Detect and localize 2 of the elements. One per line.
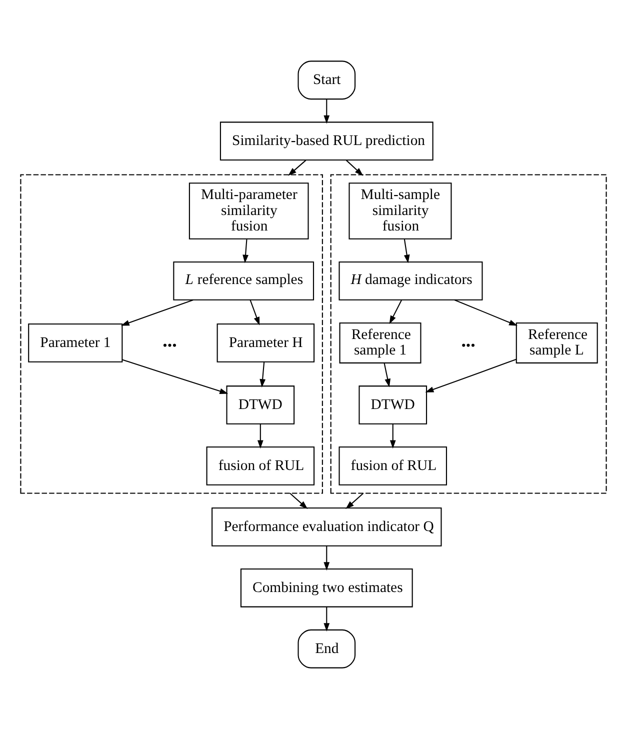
label: ... xyxy=(461,330,476,352)
label: ... xyxy=(162,330,177,352)
